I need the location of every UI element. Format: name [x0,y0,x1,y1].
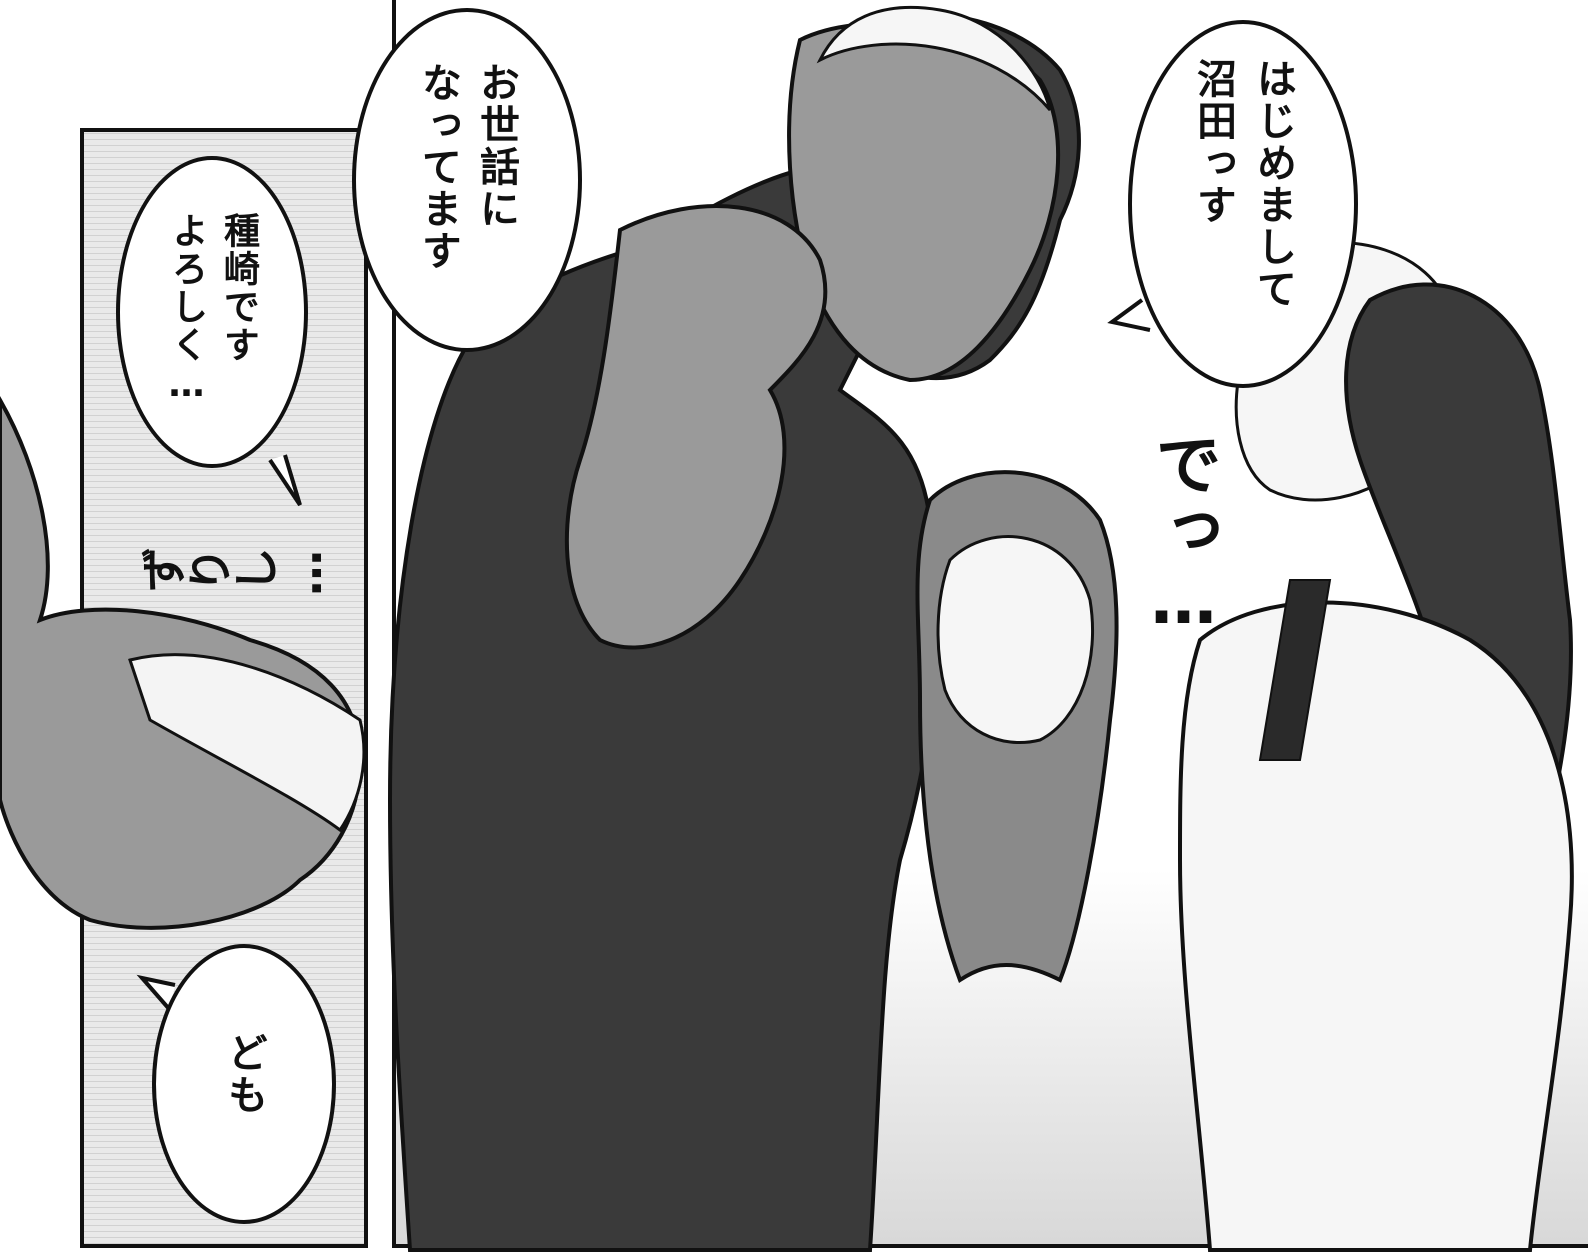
speech-bubble-thanks [352,8,582,352]
dialogue-nice-to-meet: はじめまして 沼田っす [1190,58,1296,310]
speech-bubble-tails [136,298,1151,1012]
speech-bubble-nice-to-meet [1128,20,1358,388]
large-hand-illustration [0,395,366,930]
dialogue-tanezaki: 種崎です よろしく… [166,212,259,407]
speech-bubble-domo [152,944,336,1224]
dialogue-thanks: お世話に なってます [415,62,519,272]
girl-center-illustration [915,470,1119,984]
sfx-de: でっ… [1145,430,1222,639]
speech-bubble-tanezaki [116,156,308,468]
sfx-zurishi: ずりし… [140,546,332,600]
dialogue-domo: ども [221,1032,267,1116]
boy-and-girl-right-illustration [1177,241,1574,1252]
